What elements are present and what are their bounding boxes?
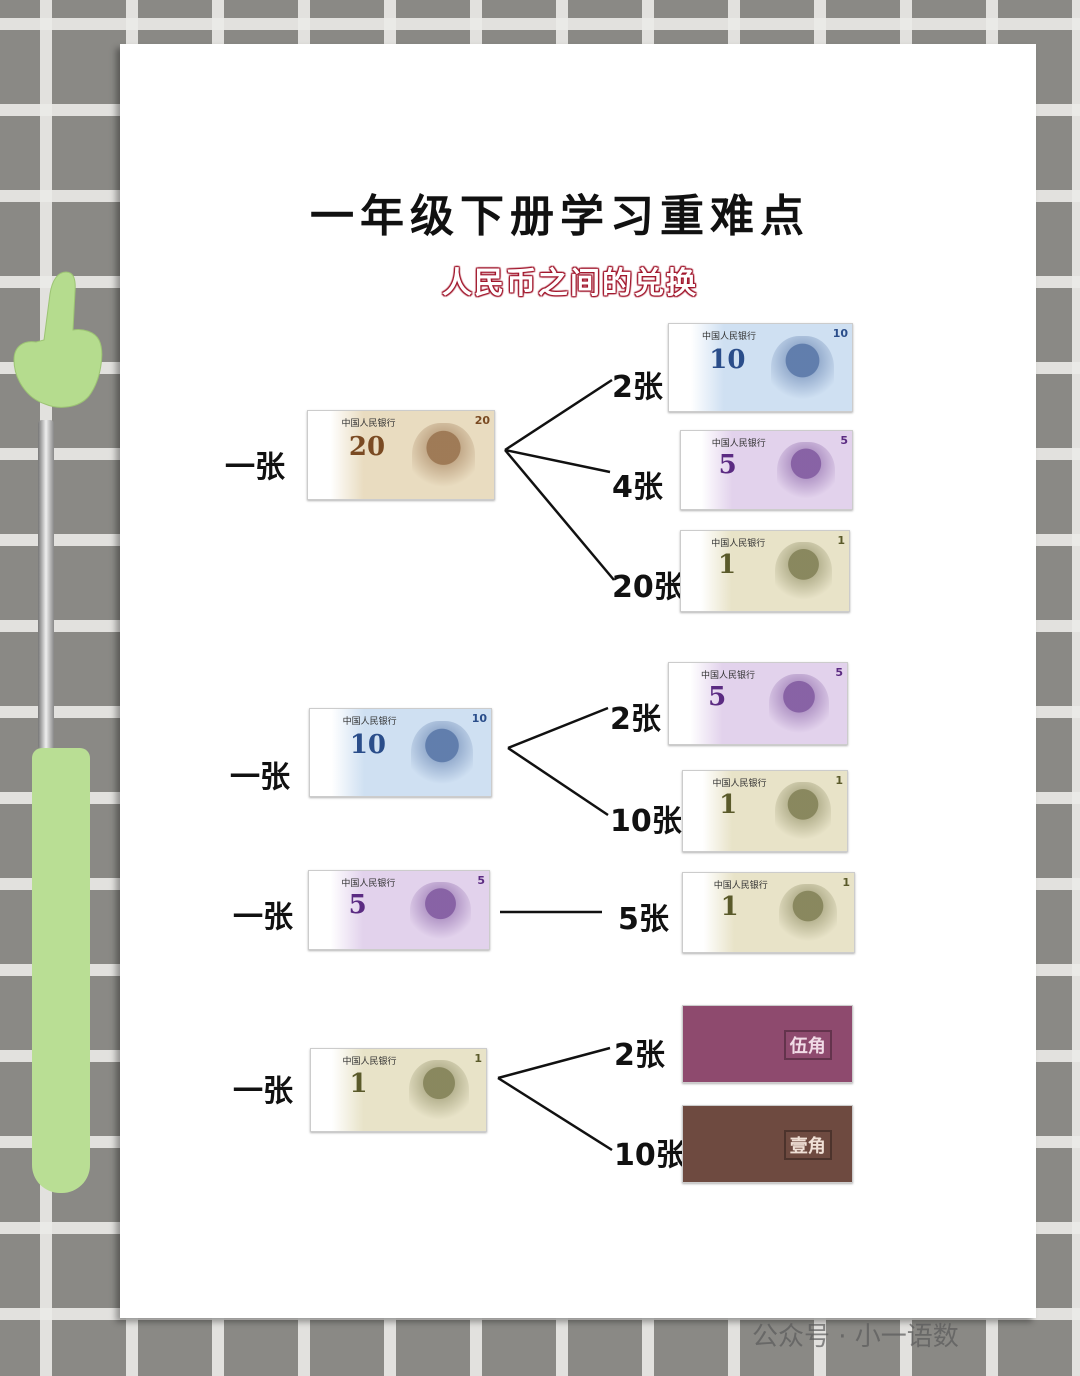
corner-value: 5 xyxy=(835,666,843,679)
pen-grip xyxy=(32,748,90,1193)
page-subtitle: 人民币之间的兑换 xyxy=(442,266,698,301)
connector-line xyxy=(504,448,611,474)
corner-value: 1 xyxy=(842,876,850,889)
connector-line xyxy=(497,1076,613,1152)
denomination: 壹角 xyxy=(783,1130,832,1161)
bank-name-text: 中国人民银行 xyxy=(342,717,397,728)
denomination: 1 xyxy=(719,790,738,821)
note-count-label: 10张 xyxy=(614,1138,686,1173)
connector-line xyxy=(497,1046,611,1080)
connector-line xyxy=(507,746,609,817)
watermark: 公众号 · 小一语数 xyxy=(752,1322,959,1352)
portrait-icon xyxy=(775,542,833,607)
note-count-label: 2张 xyxy=(610,702,661,737)
page-title: 一年级下册学习重难点 xyxy=(310,191,810,242)
portrait-icon xyxy=(776,441,835,505)
note-count-label: 5张 xyxy=(618,902,669,937)
bank-name-text: 中国人民银行 xyxy=(711,438,766,449)
one-note-label: 一张 xyxy=(230,760,290,795)
note-count-label: 10张 xyxy=(610,804,682,839)
bank-name-text: 中国人民银行 xyxy=(342,1056,397,1067)
connector-line xyxy=(504,449,615,581)
denomination: 5 xyxy=(348,889,367,920)
corner-value: 1 xyxy=(837,534,845,547)
corner-value: 5 xyxy=(477,874,485,887)
bank-name-text: 中国人民银行 xyxy=(712,778,767,789)
denomination: 1 xyxy=(717,550,737,581)
worksheet-page xyxy=(120,44,1036,1318)
corner-value: 10 xyxy=(471,712,487,725)
corner-value: 1 xyxy=(474,1052,482,1065)
note-count-label: 20张 xyxy=(612,570,684,605)
bank-name-text: 中国人民银行 xyxy=(711,538,766,549)
corner-value: 1 xyxy=(835,774,843,787)
denomination: 5 xyxy=(708,682,727,713)
connector-line xyxy=(504,378,613,452)
denomination: 1 xyxy=(349,1068,368,1099)
corner-value: 5 xyxy=(840,434,848,447)
banknote-壹角: 壹角 xyxy=(682,1105,853,1183)
one-note-label: 一张 xyxy=(233,1074,293,1109)
bank-name-text: 中国人民银行 xyxy=(713,880,768,891)
note-count-label: 4张 xyxy=(612,470,663,505)
portrait-icon xyxy=(768,674,830,740)
portrait-icon xyxy=(774,782,831,847)
one-note-label: 一张 xyxy=(233,900,293,935)
corner-value: 10 xyxy=(832,327,848,340)
portrait-icon xyxy=(771,336,834,406)
bank-name-text: 中国人民银行 xyxy=(701,332,756,343)
connector-line xyxy=(507,706,609,750)
corner-value: 20 xyxy=(474,414,490,427)
note-count-label: 2张 xyxy=(612,370,663,405)
pointer-pen xyxy=(38,420,54,750)
banknote-20: 中国人民银行 20 20 xyxy=(307,410,495,500)
portrait-icon xyxy=(411,721,473,791)
portrait-icon xyxy=(409,1060,469,1127)
banknote-伍角: 伍角 xyxy=(682,1005,853,1083)
denomination: 5 xyxy=(718,449,737,480)
denomination: 10 xyxy=(349,729,386,760)
one-note-label: 一张 xyxy=(225,450,285,485)
bank-name-text: 中国人民银行 xyxy=(701,670,756,681)
portrait-icon xyxy=(409,881,471,945)
denomination: 伍角 xyxy=(783,1030,832,1061)
portrait-icon xyxy=(778,884,837,948)
denomination: 10 xyxy=(709,344,746,375)
bank-name-text: 中国人民银行 xyxy=(341,419,396,430)
bank-name-text: 中国人民银行 xyxy=(341,878,396,889)
note-count-label: 2张 xyxy=(614,1038,665,1073)
denomination: 1 xyxy=(720,891,739,922)
portrait-icon xyxy=(412,423,476,494)
denomination: 20 xyxy=(348,432,386,463)
pointing-hand-icon xyxy=(13,271,103,408)
